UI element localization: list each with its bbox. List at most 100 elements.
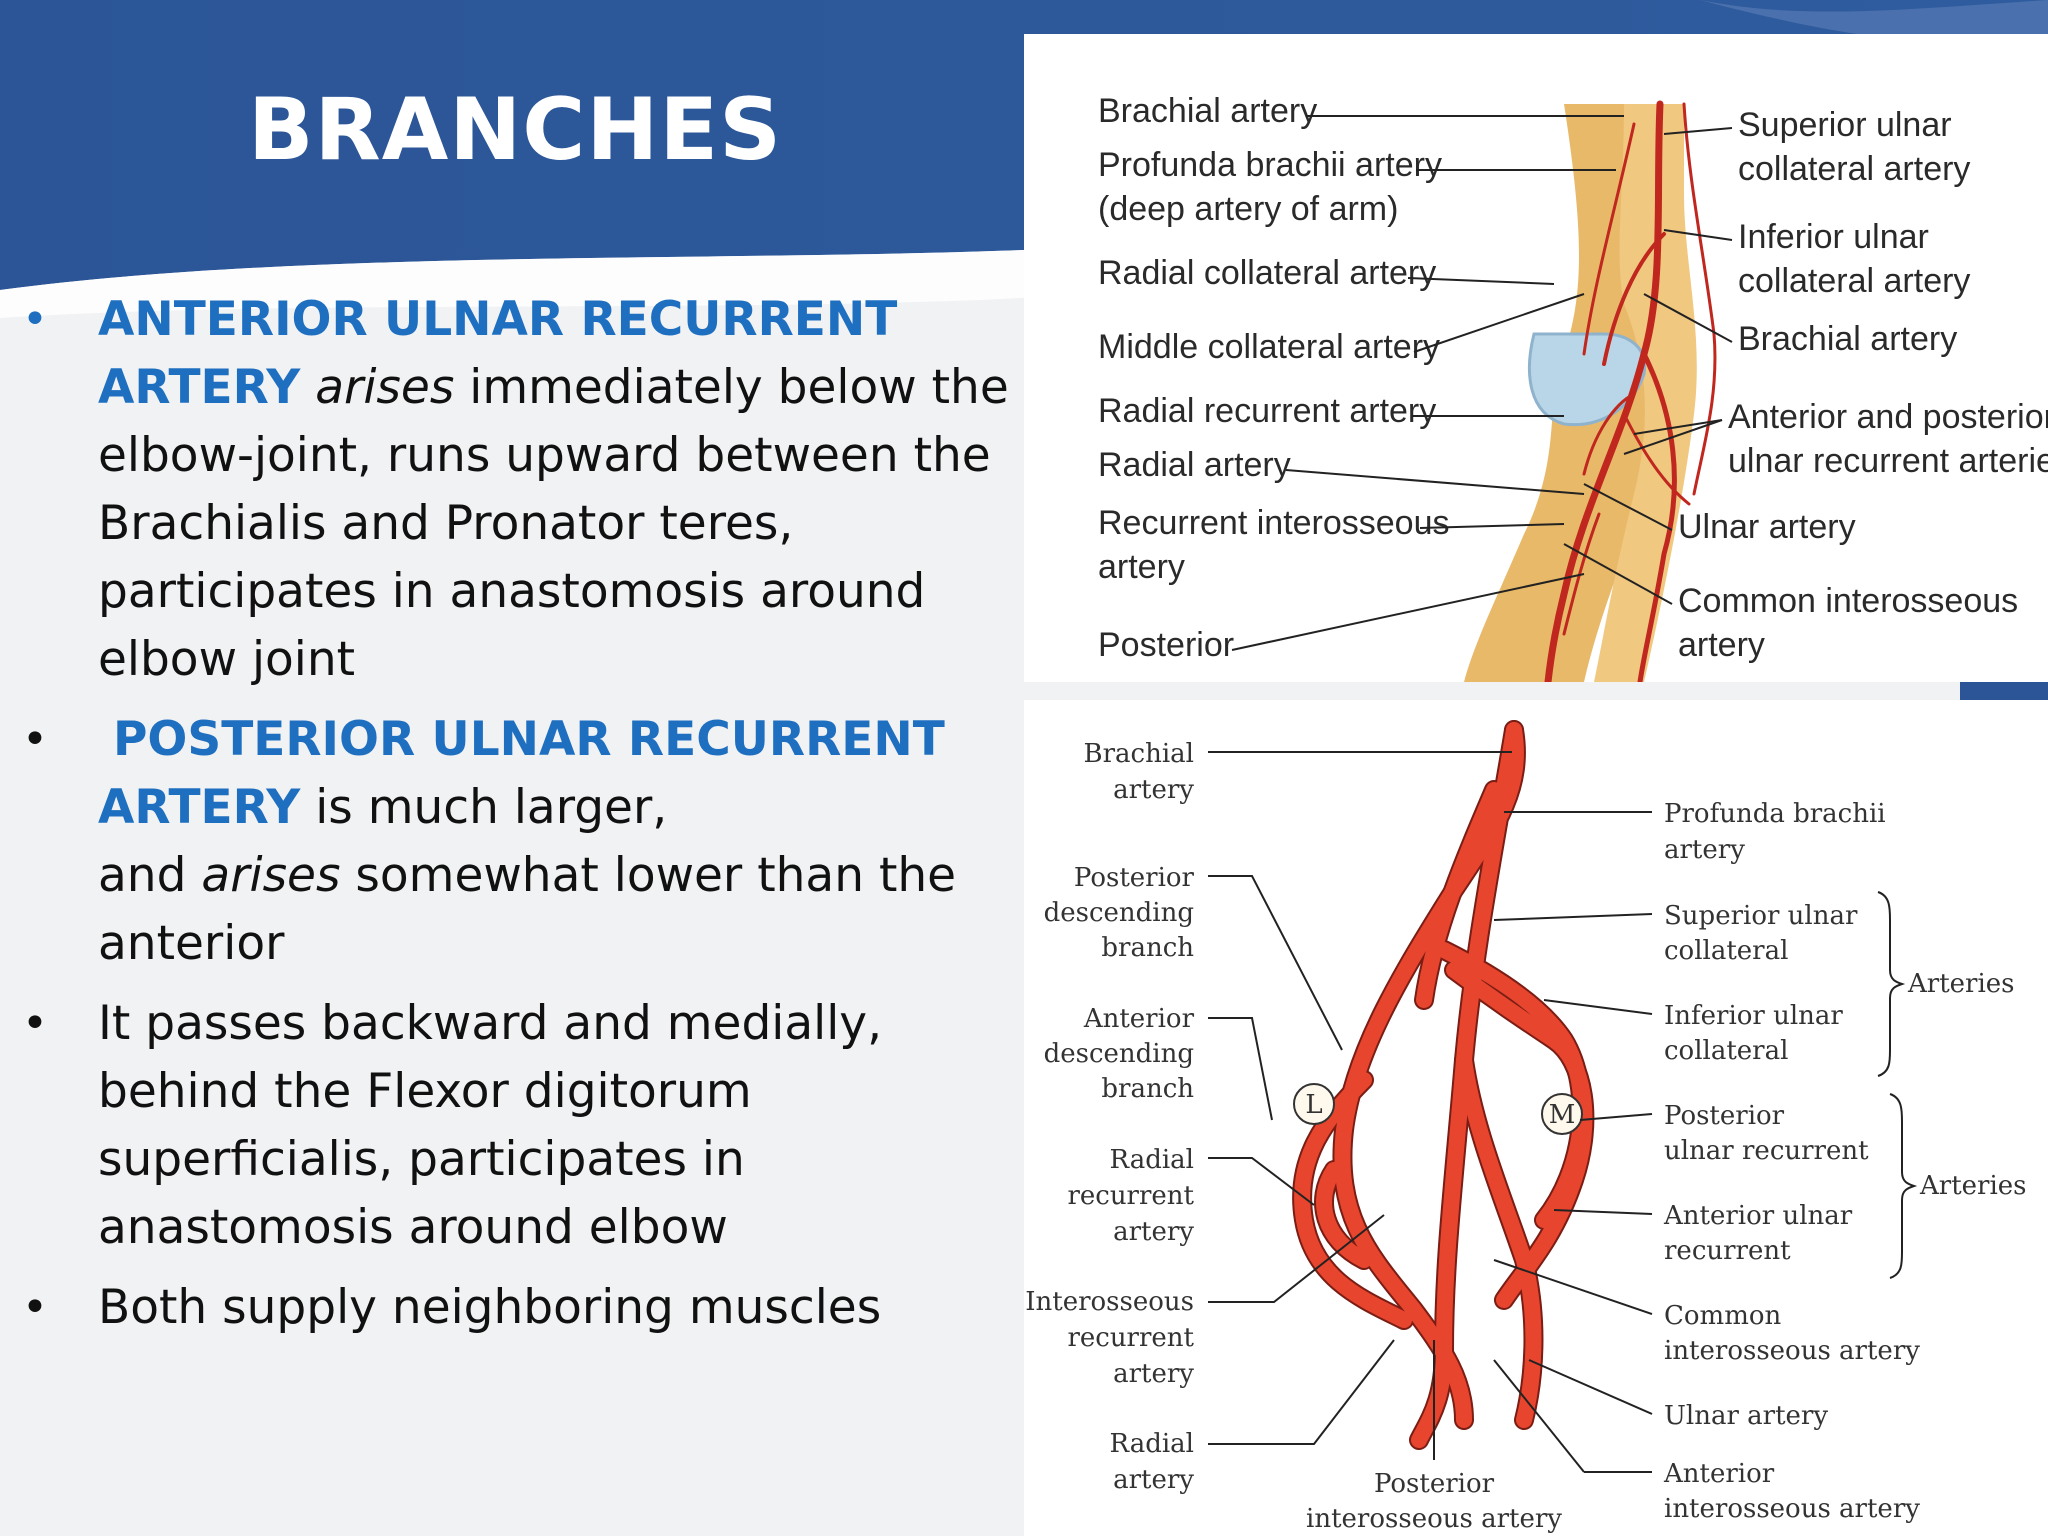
bottom-diagram-right-leaders xyxy=(1433,811,1653,1473)
label-inferior-ulnar-collateral: collateral xyxy=(1664,1036,1788,1066)
label-posterior-desc-3: branch xyxy=(1101,933,1194,963)
artery-network xyxy=(1544,100,1717,682)
body-text: elbow-joint, runs upward between the xyxy=(98,428,991,483)
body-text: is much larger, xyxy=(315,780,668,835)
label-recurrent-interosseous-artery: artery xyxy=(1098,548,1185,586)
label-deep-artery-of-arm: (deep artery of arm) xyxy=(1098,190,1398,228)
bullet-marker: • xyxy=(22,714,48,765)
italic-text: arises xyxy=(315,360,455,415)
body-text: participates in anastomosis around xyxy=(98,564,926,619)
label-superior-ulnar-collateral: collateral xyxy=(1664,936,1788,966)
schematic-artery-network xyxy=(1292,720,1595,1450)
label-common-interosseous: Common interosseous xyxy=(1678,582,2018,620)
elbow-arteries-illustration: Brachial artery Profunda brachii artery … xyxy=(1024,34,2048,682)
body-text: behind the Flexor digitorum xyxy=(98,1064,752,1119)
label-anterior-desc: Anterior xyxy=(1083,1004,1195,1034)
label-interosseous-rec-3: artery xyxy=(1113,1359,1194,1389)
label-anterior-interosseous: interosseous artery xyxy=(1664,1494,1920,1524)
label-posterior-interosseous: Posterior xyxy=(1374,1469,1495,1499)
label-radial-artery: Radial artery xyxy=(1098,446,1291,484)
body-text: superficialis, participates in xyxy=(98,1132,745,1187)
body-text: somewhat lower than the xyxy=(355,848,957,903)
label-common-interosseous-artery: artery xyxy=(1678,626,1765,664)
body-text: immediately below the xyxy=(469,360,1009,415)
label-radial-rec: Radial xyxy=(1110,1145,1194,1175)
keyword-text: POSTERIOR ULNAR RECURRENT xyxy=(112,712,945,767)
label-brachial-artery: Brachial artery xyxy=(1098,92,1317,130)
label-anterior: Anterior xyxy=(1663,1459,1775,1489)
forearm-bone-shape xyxy=(1594,104,1697,682)
top-diagram-left-labels: Brachial artery Profunda brachii artery … xyxy=(1098,92,1450,664)
label-brachial-artery-right: Brachial artery xyxy=(1738,320,1957,358)
label-interosseous-rec-2: recurrent xyxy=(1067,1323,1194,1353)
label-radial-collateral: Radial collateral artery xyxy=(1098,254,1436,292)
label-brachial-artery: artery xyxy=(1113,775,1194,805)
label-posterior-desc-2: descending xyxy=(1044,898,1194,928)
top-diagram-right-labels: Superior ulnar collateral artery Inferio… xyxy=(1678,106,2048,664)
label-inferior-ulnar: Inferior ulnar xyxy=(1664,1001,1843,1031)
bullet-marker: • xyxy=(22,294,48,345)
label-recurrent-interosseous: Recurrent interosseous xyxy=(1098,504,1450,542)
bullet-posterior-ulnar-recurrent: • POSTERIOR ULNAR RECURRENT ARTERY is mu… xyxy=(20,706,1020,978)
body-text: and xyxy=(98,848,187,903)
body-text: Brachialis and Pronator teres, xyxy=(98,496,794,551)
label-posterior-ulnar: Posterior xyxy=(1664,1101,1785,1131)
label-arteries-group-2: Arteries xyxy=(1919,1171,2027,1201)
bullet-marker: • xyxy=(22,1282,48,1333)
elbow-anastomosis-schematic: L M Brachial artery Posterior descending… xyxy=(1024,700,2048,1536)
body-text: anastomosis around elbow xyxy=(98,1200,728,1255)
body-text: elbow joint xyxy=(98,632,356,687)
label-middle-collateral: Middle collateral artery xyxy=(1098,328,1440,366)
bullet-marker: • xyxy=(22,998,48,1049)
label-interosseous-rec: Interosseous xyxy=(1025,1287,1194,1317)
marker-lateral: L xyxy=(1293,1083,1335,1125)
top-diagram-right-leaders xyxy=(1563,127,1733,605)
label-profunda-brachii: Profunda brachii xyxy=(1664,799,1886,829)
label-common-interosseous: interosseous artery xyxy=(1664,1336,1920,1366)
label-ulnar-artery: Ulnar artery xyxy=(1664,1401,1828,1431)
label-anterior-desc-2: descending xyxy=(1044,1039,1194,1069)
label-arteries-group-1: Arteries xyxy=(1907,969,2015,999)
bullet-anterior-ulnar-recurrent: • ANTERIOR ULNAR RECURRENT ARTERY arises… xyxy=(20,286,1020,694)
label-radial-rec-2: recurrent xyxy=(1067,1181,1194,1211)
label-posterior-desc: Posterior xyxy=(1074,863,1195,893)
body-text: anterior xyxy=(98,916,285,971)
bottom-diagram-left-leaders xyxy=(1208,751,1512,1445)
label-posterior-ulnar-recurrent: ulnar recurrent xyxy=(1664,1136,1869,1166)
top-diagram-left-leaders xyxy=(1231,115,1624,651)
label-posterior-interosseous-artery: interosseous artery xyxy=(1306,1504,1562,1534)
label-ulnar-recurrent-arteries: ulnar recurrent arteries xyxy=(1728,442,2048,480)
label-inferior-ulnar: Inferior ulnar xyxy=(1738,218,1929,256)
body-text: It passes backward and medially, xyxy=(98,996,883,1051)
label-radial: Radial xyxy=(1110,1429,1194,1459)
bottom-diagram-left-labels: Brachial artery Posterior descending bra… xyxy=(1025,739,1194,1495)
keyword-text: ARTERY xyxy=(98,360,301,415)
label-anterior-desc-3: branch xyxy=(1101,1074,1194,1104)
marker-medial: M xyxy=(1541,1093,1583,1135)
label-ant-post-ulnar: Anterior and posterior xyxy=(1728,398,2048,436)
slide-title: BRANCHES xyxy=(247,80,783,180)
bullet-list: • ANTERIOR ULNAR RECURRENT ARTERY arises… xyxy=(20,286,1020,1354)
keyword-text: ARTERY xyxy=(98,780,301,835)
label-common: Common xyxy=(1664,1301,1782,1331)
keyword-text: ANTERIOR ULNAR RECURRENT xyxy=(98,292,898,347)
label-anterior-ulnar-recurrent: recurrent xyxy=(1664,1236,1791,1266)
label-posterior: Posterior xyxy=(1098,626,1234,664)
bullet-supply: • Both supply neighboring muscles xyxy=(20,1274,1020,1342)
arteries-brace-lower xyxy=(1889,1093,1918,1279)
label-inferior-ulnar-collateral: collateral artery xyxy=(1738,262,1970,300)
label-radial-artery: artery xyxy=(1113,1465,1194,1495)
bullet-posterior-course: • It passes backward and medially, behin… xyxy=(20,990,1020,1262)
label-superior-ulnar: Superior ulnar xyxy=(1664,901,1858,931)
body-text: Both supply neighboring muscles xyxy=(98,1280,882,1335)
label-superior-ulnar: Superior ulnar xyxy=(1738,106,1952,144)
bottom-diagram-right-labels: Profunda brachii artery Superior ulnar c… xyxy=(1663,799,1920,1524)
italic-text: arises xyxy=(201,848,341,903)
label-radial-rec-3: artery xyxy=(1113,1217,1194,1247)
arteries-brace-upper xyxy=(1877,891,1906,1077)
label-ulnar-artery: Ulnar artery xyxy=(1678,508,1856,546)
label-anterior-ulnar: Anterior ulnar xyxy=(1663,1201,1853,1231)
label-profunda-brachii: Profunda brachii artery xyxy=(1098,146,1442,184)
label-profunda-brachii-artery: artery xyxy=(1664,835,1745,865)
marker-label: L xyxy=(1305,1090,1322,1120)
